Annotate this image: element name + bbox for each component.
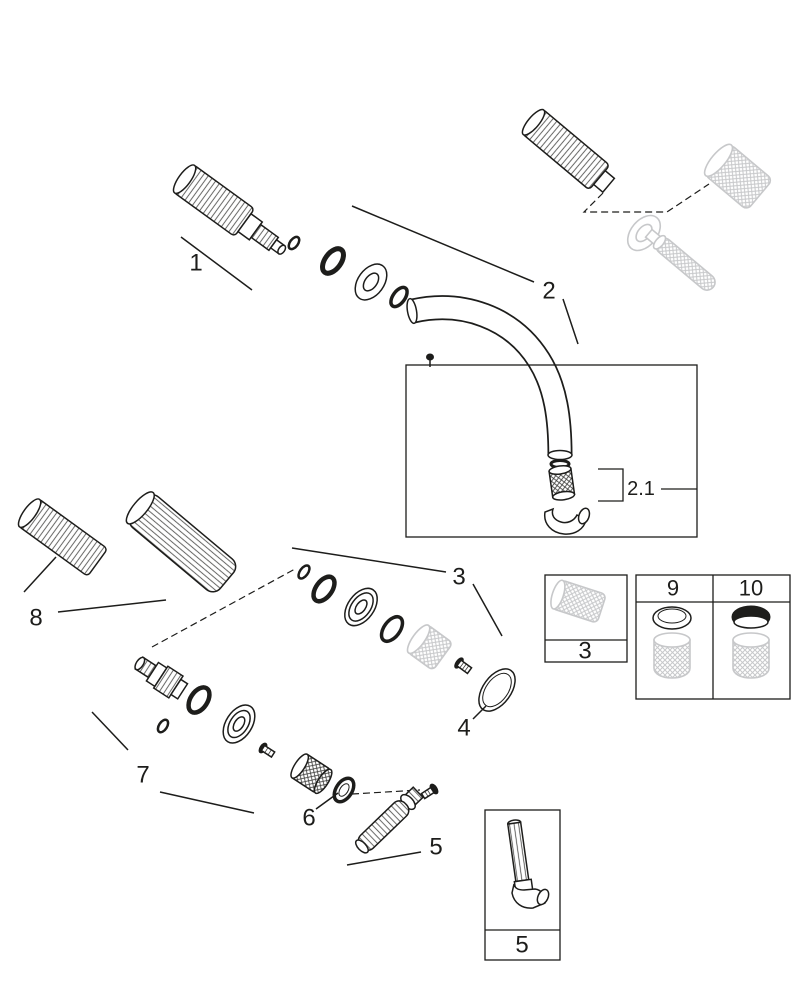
part-label-10: 10 bbox=[739, 576, 763, 601]
part2-aerator bbox=[544, 459, 591, 535]
part10-cap bbox=[731, 605, 771, 629]
part-label-5-box: 5 bbox=[515, 932, 528, 959]
part-label-4: 4 bbox=[457, 715, 470, 742]
part6-sleeve bbox=[290, 753, 333, 795]
handshower bbox=[506, 819, 534, 897]
part-label-8: 8 bbox=[29, 605, 42, 632]
part5-lever bbox=[354, 786, 424, 854]
part3-bearing bbox=[344, 587, 378, 627]
spout-detail-box bbox=[405, 364, 698, 538]
part-label-3: 3 bbox=[452, 564, 465, 591]
part5-leader bbox=[346, 851, 422, 866]
part-label-2: 2 bbox=[542, 278, 555, 305]
variants-table: 9 10 bbox=[635, 574, 791, 700]
part3-clip bbox=[297, 564, 311, 580]
part2_1-bracket bbox=[598, 468, 624, 502]
part1-fittings bbox=[287, 235, 409, 309]
part-label-2-1: 2.1 bbox=[627, 478, 655, 500]
part3-axis-dashed bbox=[151, 568, 296, 648]
ghost-lever bbox=[644, 228, 716, 291]
part1-handle bbox=[172, 164, 287, 255]
part9-body bbox=[653, 632, 691, 679]
part7-leader-b bbox=[159, 791, 255, 814]
part-label-7: 7 bbox=[136, 762, 149, 789]
part3-leader-a bbox=[291, 547, 447, 573]
part10-body bbox=[732, 632, 770, 679]
part6-ring bbox=[332, 776, 356, 804]
part7-screw bbox=[258, 742, 276, 759]
part1-leader bbox=[180, 236, 253, 291]
part3-leader-b bbox=[472, 583, 503, 637]
part-label-6: 6 bbox=[302, 805, 315, 832]
part3-detail-box: 3 bbox=[544, 574, 628, 665]
part-label-3-box: 3 bbox=[578, 638, 591, 665]
ghost-knob bbox=[703, 143, 772, 209]
part2-leader-b bbox=[562, 298, 579, 345]
part7-cartridge bbox=[134, 656, 189, 700]
part-label-5: 5 bbox=[429, 834, 442, 861]
part-label-1: 1 bbox=[189, 250, 202, 277]
part-label-9: 9 bbox=[667, 576, 679, 601]
wall-union bbox=[521, 108, 616, 194]
part7-leader-a bbox=[91, 711, 129, 751]
assembly-dashed-line bbox=[582, 183, 710, 213]
part3-ghost-cap bbox=[406, 624, 452, 670]
part2-spout bbox=[406, 295, 573, 461]
handshower-box: 5 bbox=[484, 809, 561, 961]
box3-cylinder bbox=[550, 579, 606, 623]
part5-screw bbox=[420, 783, 439, 800]
part4-leader bbox=[472, 705, 487, 720]
part7-escutcheon bbox=[222, 704, 256, 744]
part7-clip bbox=[156, 718, 170, 734]
part3-row bbox=[297, 564, 473, 675]
part8-leader-b bbox=[57, 599, 167, 613]
part8-leader-a bbox=[23, 556, 57, 593]
part4-escutcheon bbox=[478, 668, 516, 712]
part9-cap bbox=[652, 606, 692, 630]
part3-ring bbox=[379, 614, 405, 644]
part7-oring bbox=[186, 685, 212, 715]
part3-oring bbox=[311, 574, 337, 604]
part8-extension-short bbox=[17, 498, 107, 576]
part2-leader-a bbox=[351, 205, 535, 283]
part3-screw bbox=[454, 657, 473, 675]
part8-extension-long bbox=[125, 491, 237, 593]
part2-set-screw bbox=[426, 353, 434, 367]
part6-leader bbox=[315, 792, 339, 810]
part2-outlet bbox=[544, 507, 587, 535]
